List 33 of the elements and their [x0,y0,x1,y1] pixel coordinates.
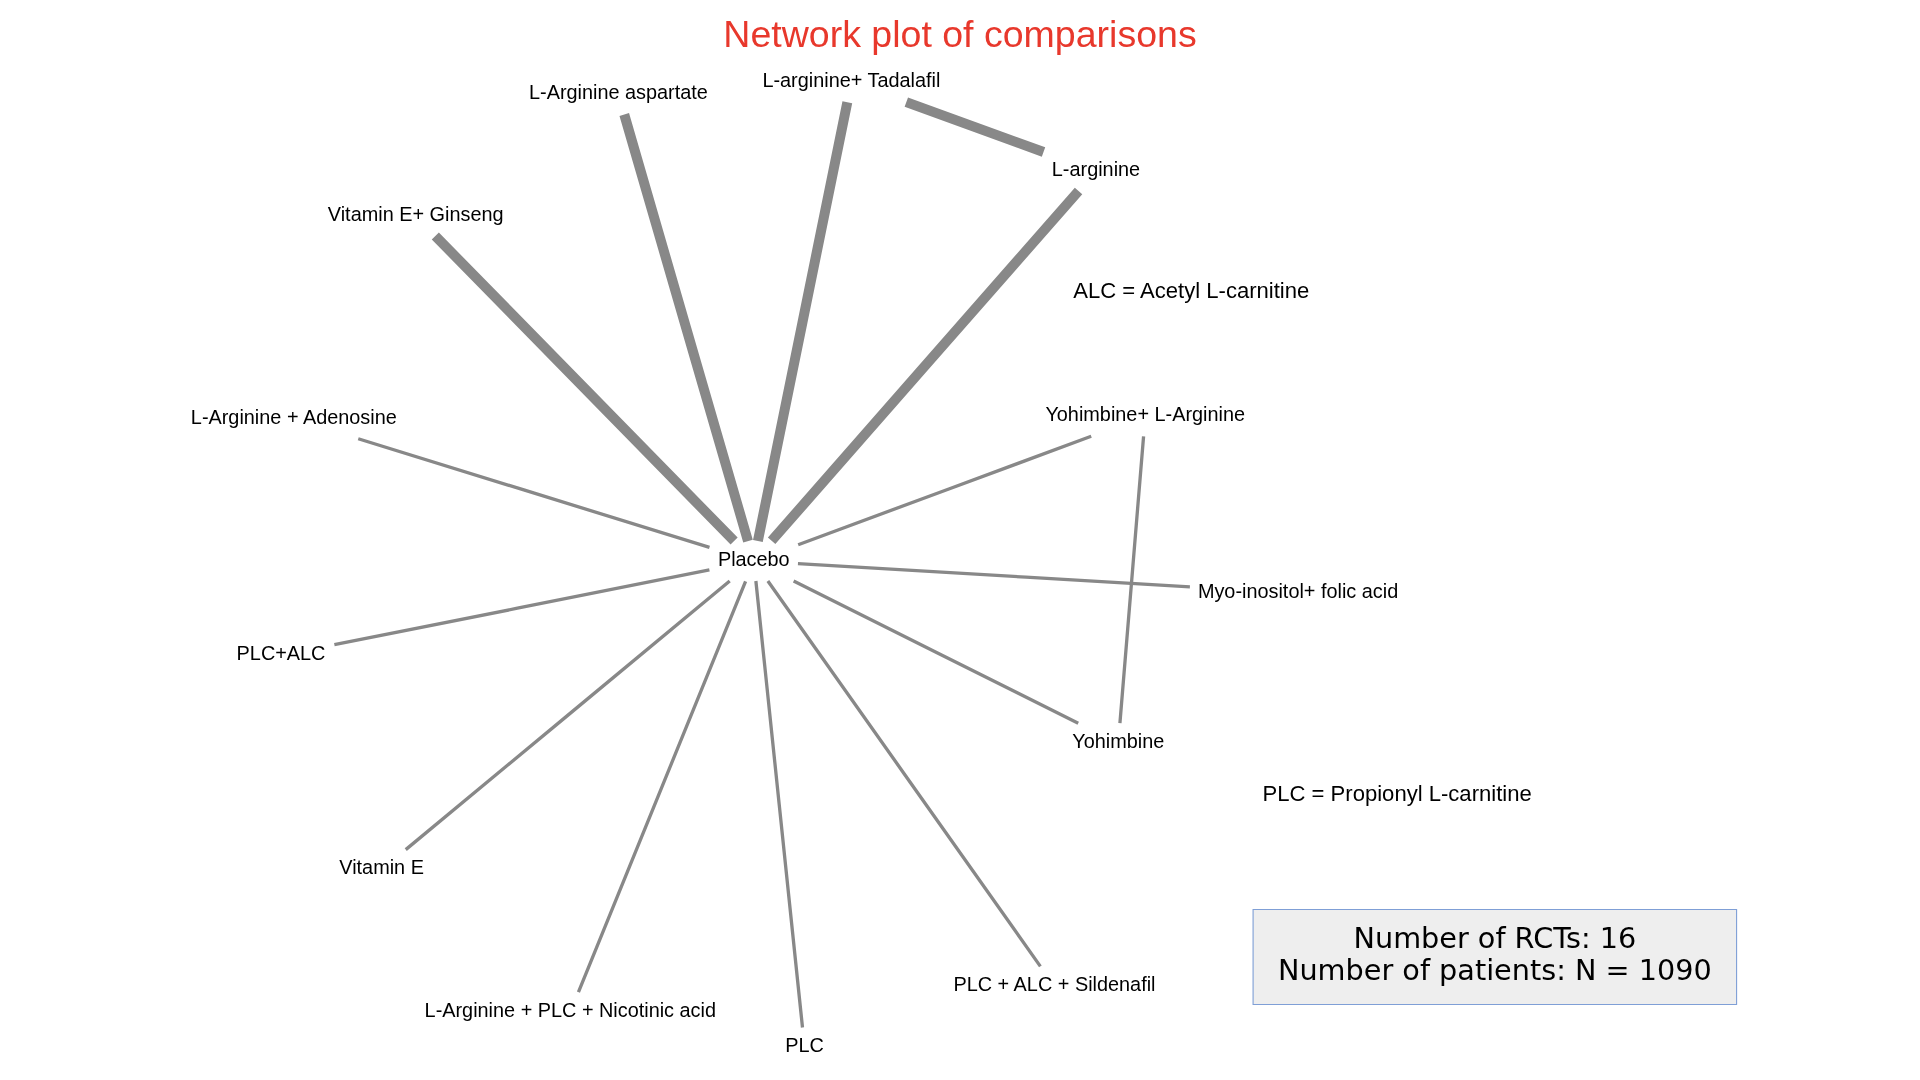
diagram-title: Network plot of comparisons [723,13,1197,56]
node-text: Yohimbine+ L-Arginine [1045,403,1246,426]
connector [404,579,731,851]
label: PLC = Propionyl L-carnitine [1262,781,1532,807]
node-text: Yohimbine [1072,730,1165,753]
node-text: Vitamin E [339,856,424,879]
node-text: L-arginine [1051,157,1141,180]
connector [619,113,753,543]
node-text: PLC + ALC + Sildenafil [953,973,1156,996]
node-text: L-arginine+ Tadalafil [762,69,941,92]
connector [792,579,1079,725]
connector [904,97,1046,157]
node-text: L-Arginine + PLC + Nicotinic acid [424,998,717,1021]
connector [797,562,1190,589]
connector [334,568,710,647]
connector [1118,436,1146,724]
node-text: PLC+ALC [236,642,326,665]
node-text: L-Arginine + Adenosine [190,405,397,428]
node-text: Vitamin E+ Ginseng [327,202,504,225]
connector [357,437,710,549]
node-text: Myo-inositol+ folic acid [1197,580,1399,603]
node-text: Placebo [717,547,790,570]
connector [754,580,805,1028]
node-text: PLC [785,1034,824,1057]
node-text: L-Arginine aspartate [529,81,708,104]
connector [431,232,738,545]
connector [753,101,853,543]
connector [767,187,1083,545]
connector [766,580,1042,968]
node-box: Number of RCTs: 16 Number of patients: N = 1090 [1252,908,1738,1005]
label: ALC = Acetyl L-carnitine [1073,277,1310,303]
connector [576,580,748,993]
connector [797,434,1092,547]
